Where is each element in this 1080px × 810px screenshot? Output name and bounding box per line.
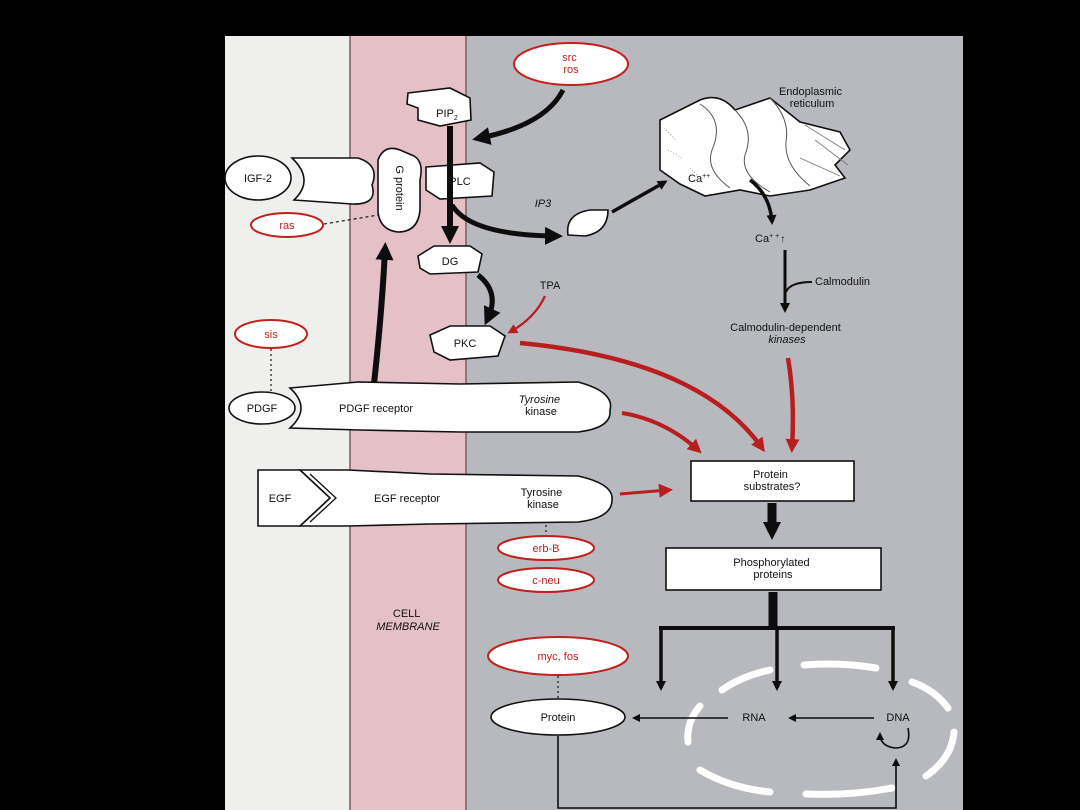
phosphorylated-proteins-label: Phosphorylated proteins — [733, 557, 813, 581]
pip2-label: PIP2 — [436, 108, 458, 122]
oncogene-myc-fos — [487, 636, 629, 676]
oncogene-erb-b — [497, 535, 595, 561]
egf-receptor — [297, 469, 613, 527]
nucleus-envelope — [684, 660, 958, 798]
protein-substrates-box — [690, 460, 855, 502]
ip3-label: IP3 — [535, 198, 552, 210]
arrow-tpa-to-pkc — [507, 295, 547, 334]
igf2-label: IGF-2 — [244, 173, 272, 185]
arrow-pdgf-tk-to-substrates — [621, 411, 702, 454]
oncogene-c-neu — [497, 567, 595, 593]
calmodulin-join — [785, 281, 813, 293]
arrow-src-to-plc — [472, 88, 566, 145]
g-protein-shape — [377, 147, 422, 233]
dg-shape — [417, 245, 483, 275]
er-label: Endoplasmic reticulum — [779, 86, 845, 110]
egf-groove — [309, 473, 337, 523]
tpa-label: TPA — [540, 280, 561, 292]
igf2-ligand — [224, 155, 292, 201]
egf-ligand — [257, 469, 332, 527]
dna-replication-loop — [876, 727, 910, 749]
oncogene-erb-b-label: erb-B — [533, 543, 560, 555]
oncogene-c-neu-label: c-neu — [532, 575, 560, 587]
cam-kinases-label: Calmodulin-dependent kinases — [730, 322, 844, 346]
oncogene-sis-label: sis — [264, 329, 278, 341]
arrow-egf-tk-to-substrates — [619, 483, 673, 498]
arrow-pkc-to-substrates — [519, 340, 765, 453]
calmodulin-label: Calmodulin — [815, 276, 870, 288]
plc-shape — [425, 162, 495, 200]
arrow-pdgf-to-gprotein — [371, 242, 394, 385]
protein-node — [490, 698, 626, 736]
g-protein-label: G protein — [393, 165, 405, 210]
endoplasmic-reticulum — [659, 96, 851, 197]
pdgf-label: PDGF — [247, 403, 278, 415]
oncogene-sis — [234, 319, 308, 349]
arrow-plc-to-ip3 — [449, 203, 563, 245]
arrow-cam-to-substrates — [785, 357, 800, 453]
arrow-er-to-ca — [748, 178, 777, 225]
ca-er-label: Ca++ — [688, 173, 710, 185]
branch-arrows — [656, 592, 898, 691]
egf-tk-label: Tyrosine kinase — [521, 487, 566, 511]
arrow-dg-to-pkc — [476, 273, 501, 326]
oncogene-myc-fos-label: myc, fos — [538, 651, 579, 663]
dna-label: DNA — [886, 712, 910, 724]
arrow-protein-to-dna — [557, 736, 900, 809]
pkc-label: PKC — [454, 338, 477, 350]
pdgf-ligand — [228, 391, 296, 425]
plc-label: PLC — [449, 176, 470, 188]
pdgf-tk-label: Tyrosine kinase — [519, 394, 563, 418]
oncogene-ras — [250, 212, 324, 238]
egf-receptor-label: EGF receptor — [374, 493, 440, 505]
ca-released-label: Ca+ +↑ — [755, 233, 785, 245]
arrow-ip3-to-er — [611, 180, 668, 214]
igf2-receptor — [290, 157, 375, 205]
cell-membrane-label: CELL MEMBRANE — [376, 608, 440, 633]
protein-substrates-label: Protein substrates? — [744, 469, 801, 493]
ip3-shape — [566, 209, 609, 237]
oncogene-src-ros — [513, 42, 629, 86]
pkc-shape — [429, 325, 506, 361]
phosphorylated-proteins-box — [665, 547, 882, 591]
pdgf-receptor — [287, 381, 612, 433]
oncogene-ras-label: ras — [279, 220, 295, 232]
protein-label: Protein — [541, 712, 576, 724]
oncogene-src-ros-label: src ros — [562, 52, 580, 76]
rna-label: RNA — [742, 712, 766, 724]
dg-label: DG — [442, 256, 459, 268]
pip2-shape — [406, 87, 472, 127]
egf-label: EGF — [269, 493, 292, 505]
pdgf-receptor-label: PDGF receptor — [339, 403, 413, 415]
